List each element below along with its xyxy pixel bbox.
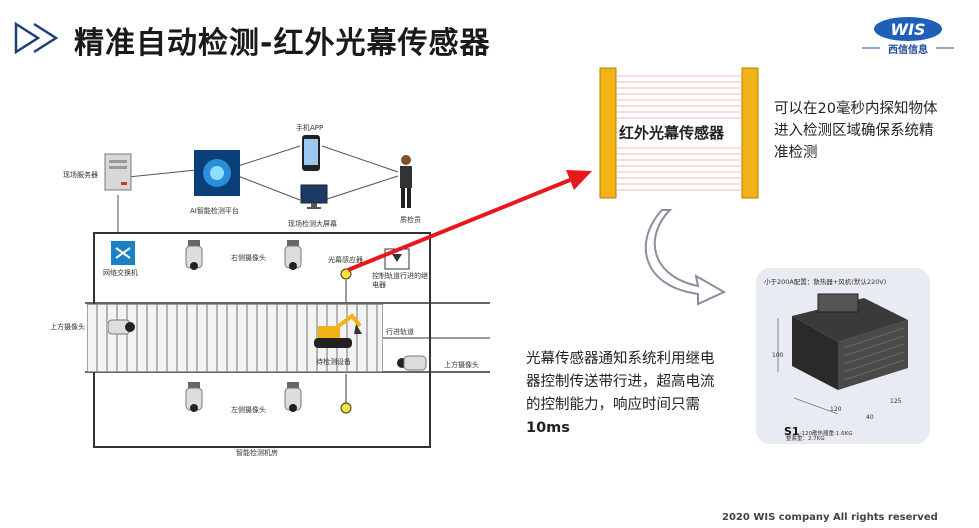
camera-icon: [284, 240, 302, 270]
relay-model-line: S1-120散热器重:1.6KG: [784, 420, 853, 439]
monitor-icon: [300, 184, 328, 209]
heatsink-relay-image: [777, 293, 908, 415]
relay-model: S1: [784, 425, 800, 438]
phone-icon: [302, 135, 320, 171]
track-label: 行进轨道: [386, 328, 414, 336]
response-time-value: 10ms: [526, 420, 570, 436]
light-curtain-sensor-icon: [340, 268, 352, 280]
relay-weight: 整套重：2.7KG: [786, 436, 825, 442]
light-curtain-description: 可以在20毫秒内探知物体进入检测区域确保系统精准检测: [774, 101, 938, 161]
light-curtain-image: [599, 67, 759, 199]
control-relay-label: 控制轨道行进的继电器: [372, 272, 428, 289]
network-lines: [85, 145, 490, 404]
network-switch-icon: [111, 241, 135, 265]
inspector-label: 质检员: [400, 216, 421, 224]
big-screen-label: 现场检测大屏幕: [288, 220, 337, 228]
page-title: 精准自动检测-红外光幕传感器: [74, 26, 491, 61]
phone-app-label: 手机APP: [296, 124, 324, 132]
light-curtain-sensor-icon: [340, 402, 352, 414]
ai-brain-icon: [194, 150, 240, 196]
dim-height: 100: [772, 352, 784, 359]
footer-copyright: 2020 WIS company All rights reserved: [722, 512, 938, 523]
relay-description-text: 光幕传感器通知系统利用继电器控制传送带行进，超高电流的控制能力，响应时间只需: [526, 351, 715, 413]
inspector-person-icon: [400, 155, 412, 208]
dim-width: 120: [830, 406, 842, 413]
logo-text: WIS: [890, 20, 925, 39]
relay-card-header: 小于200A配置：散热器+风机(默认220V): [764, 278, 887, 286]
top-camera-right-label: 上方摄像头: [444, 361, 479, 369]
dim-depth: 125: [890, 398, 902, 405]
camera-icon: [108, 319, 135, 335]
camera-icon: [185, 240, 203, 270]
dim-40: 40: [866, 414, 874, 421]
light-curtain-diagram-label: 光幕感应器: [328, 256, 363, 264]
curved-down-arrow-icon: [644, 209, 727, 306]
device-under-test-label: 待检测设备: [316, 358, 351, 366]
network-switch-label: 网络交换机: [103, 269, 138, 277]
server-icon: [104, 153, 132, 191]
relay-description: 光幕传感器通知系统利用继电器控制传送带行进，超高电流的控制能力，响应时间只需 10…: [526, 348, 726, 440]
camera-icon: [284, 382, 302, 412]
field-server-label: 现场服务器: [63, 171, 98, 179]
light-curtain-label: 红外光幕传感器: [619, 124, 725, 142]
ai-platform-label: AI智能检测平台: [190, 207, 239, 215]
camera-icon: [185, 382, 203, 412]
right-camera-label: 右侧摄像头: [231, 254, 266, 262]
top-camera-left-label: 上方摄像头: [50, 323, 85, 331]
relay-model-spec: -120散热器重:1.6KG: [799, 431, 853, 437]
left-camera-label: 左侧摄像头: [231, 406, 266, 414]
wis-logo: WIS: [862, 17, 954, 49]
logo-company-name: 西信信息: [888, 45, 928, 56]
room-label: 智能检测机房: [236, 449, 278, 457]
excavator-icon: [314, 313, 362, 348]
double-arrow-icon: [14, 22, 59, 54]
camera-icon: [397, 355, 427, 371]
